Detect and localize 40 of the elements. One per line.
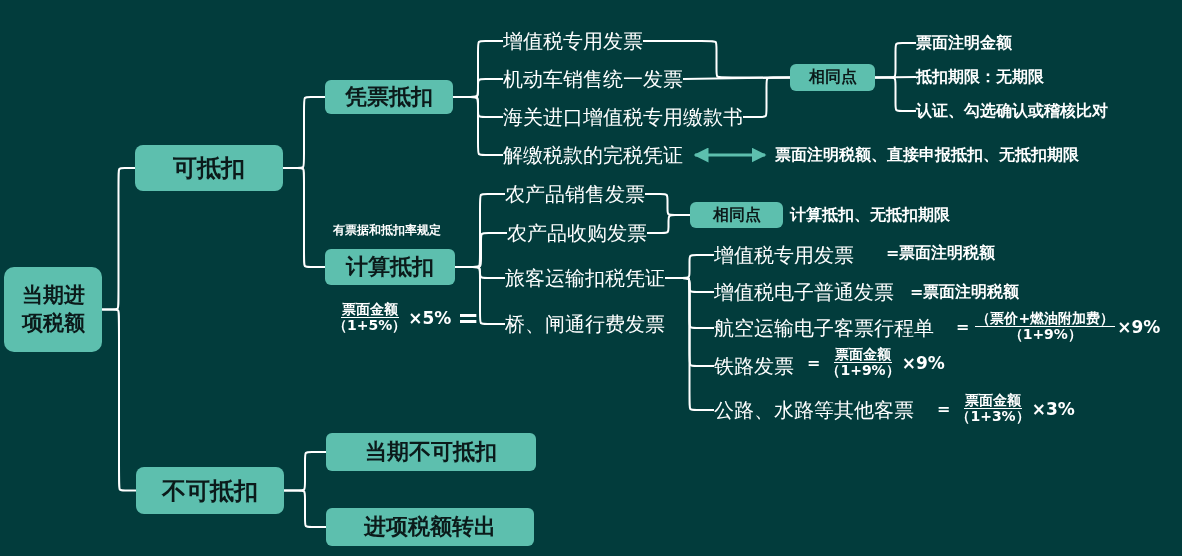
topic-box: 凭票抵扣 (325, 80, 453, 114)
branch-text: 农产品收购发票 (507, 220, 647, 246)
branch-text: 铁路发票 (714, 353, 794, 379)
branch-line (874, 76, 917, 112)
branch-line (742, 76, 791, 118)
branch-text: 解缴税款的完税凭证 (503, 142, 683, 168)
branch-text: 抵扣期限：无期限 (916, 65, 1044, 89)
branch-text: 机动车销售统一发票 (503, 66, 683, 92)
branch-line (664, 277, 715, 411)
branch-text: 票面注明金额 (916, 31, 1012, 55)
branch-line (283, 489, 327, 528)
branch-text: 旅客运输扣税凭证 (505, 265, 665, 291)
topic-box: 当期不可抵扣 (326, 433, 536, 471)
note-text: =票面注明税额 (886, 243, 996, 263)
branch-text: 海关进口增值税专用缴款书 (503, 104, 743, 130)
topic-box: 进项税额转出 (326, 508, 534, 546)
branch-line (282, 167, 326, 268)
topic-box: 相同点 (790, 64, 875, 91)
branch-text: 公路、水路等其他客票 (714, 397, 914, 423)
branch-text: 票面注明税额、直接申报抵扣、无抵扣期限 (775, 143, 1079, 167)
note-text: 计算抵扣、无抵扣期限 (790, 205, 950, 225)
branch-text: 农产品销售发票 (505, 181, 645, 207)
branch-line (454, 266, 506, 325)
note-text: =票面注明税额 (910, 282, 1020, 302)
branch-text: 桥、闸通行费发票 (505, 311, 665, 337)
arrow (693, 147, 767, 163)
branch-text: 增值税电子普通发票 (714, 279, 894, 305)
topic-box: 相同点 (690, 202, 783, 228)
topic-box: 当期进项税额 (4, 267, 102, 352)
branch-text: 增值税专用发票 (714, 242, 882, 268)
branch-line (874, 76, 917, 79)
branch-line (646, 214, 691, 234)
branch-text: 认证、勾选确认或稽核比对 (916, 99, 1108, 123)
branch-line (452, 96, 504, 156)
branch-text: 增值税专用发票 (503, 28, 643, 54)
branch-text: 航空运输电子客票行程单 (714, 315, 934, 341)
topic-box: 不可抵扣 (136, 467, 284, 514)
note-text: 有票据和抵扣率规定 (333, 222, 441, 239)
topic-box: 计算抵扣 (325, 249, 455, 285)
topic-box: 可抵扣 (135, 145, 283, 191)
